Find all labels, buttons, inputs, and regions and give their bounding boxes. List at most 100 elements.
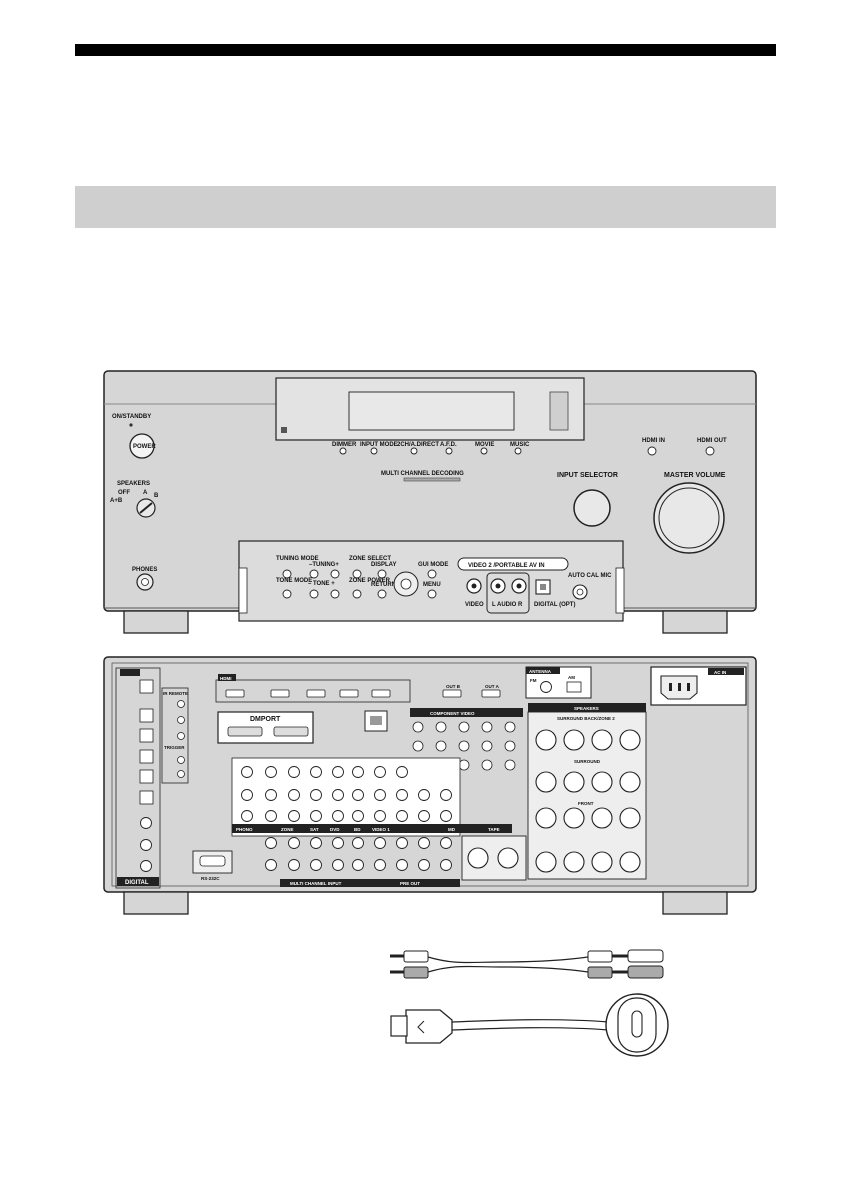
rca-jack[interactable] <box>440 837 452 849</box>
tuning-minus-button[interactable] <box>309 569 319 579</box>
zone-power-button[interactable] <box>352 589 362 599</box>
speaker-terminal[interactable] <box>563 807 585 829</box>
speaker-terminal[interactable] <box>591 851 613 873</box>
speaker-terminal[interactable] <box>591 771 613 793</box>
rca-jack[interactable] <box>241 810 253 822</box>
rca-jack[interactable] <box>241 789 253 801</box>
rca-jack[interactable] <box>332 859 344 871</box>
dmport-2-connector[interactable] <box>227 726 263 737</box>
rca-jack[interactable] <box>332 766 344 778</box>
optical-in-1[interactable] <box>139 679 154 694</box>
rca-jack[interactable] <box>418 837 430 849</box>
hdmi-in-port-2[interactable] <box>270 689 290 698</box>
rca-jack[interactable] <box>310 789 322 801</box>
rca-jack[interactable] <box>265 810 277 822</box>
rca-jack[interactable] <box>310 837 322 849</box>
rca-jack[interactable] <box>396 810 408 822</box>
component-jack[interactable] <box>504 721 516 733</box>
afd-button[interactable] <box>445 447 453 455</box>
hdmi-out-b-port[interactable] <box>442 689 462 698</box>
ir-in-jack[interactable] <box>177 700 185 708</box>
speaker-terminal[interactable] <box>591 729 613 751</box>
rca-jack[interactable] <box>440 810 452 822</box>
gui-mode-button[interactable] <box>427 569 437 579</box>
rca-jack[interactable] <box>241 766 253 778</box>
rca-jack[interactable] <box>332 810 344 822</box>
rca-jack[interactable] <box>374 837 386 849</box>
master-volume-knob[interactable] <box>653 482 725 554</box>
hdmi-in-port-3[interactable] <box>306 689 326 698</box>
rca-jack[interactable] <box>418 810 430 822</box>
rca-jack[interactable] <box>352 837 364 849</box>
tuning-mode-button[interactable] <box>282 569 292 579</box>
rca-jack[interactable] <box>265 837 277 849</box>
tone-plus-button[interactable] <box>330 589 340 599</box>
rca-jack[interactable] <box>440 789 452 801</box>
speaker-terminal[interactable] <box>619 771 641 793</box>
component-jack[interactable] <box>435 721 447 733</box>
power-button[interactable] <box>129 433 155 459</box>
rca-jack[interactable] <box>396 859 408 871</box>
rca-jack[interactable] <box>352 766 364 778</box>
tuning-plus-button[interactable] <box>330 569 340 579</box>
component-jack[interactable] <box>412 721 424 733</box>
component-jack[interactable] <box>458 759 470 771</box>
rca-jack[interactable] <box>265 859 277 871</box>
rca-jack[interactable] <box>288 789 300 801</box>
speaker-terminal[interactable] <box>563 851 585 873</box>
ir-out2-jack[interactable] <box>177 732 185 740</box>
center-speaker-terminal-plus[interactable] <box>497 847 519 869</box>
rca-jack[interactable] <box>374 810 386 822</box>
rca-jack[interactable] <box>374 789 386 801</box>
tone-mode-button[interactable] <box>282 589 292 599</box>
movie-button[interactable] <box>480 447 488 455</box>
tone-minus-button[interactable] <box>309 589 319 599</box>
component-jack[interactable] <box>435 740 447 752</box>
component-jack[interactable] <box>481 721 493 733</box>
optical-in-2[interactable] <box>139 708 154 723</box>
dmport-1-connector[interactable] <box>273 726 309 737</box>
speaker-terminal[interactable] <box>563 729 585 751</box>
component-jack[interactable] <box>481 759 493 771</box>
music-button[interactable] <box>514 447 522 455</box>
rca-jack[interactable] <box>310 859 322 871</box>
hdmi-out-a-port[interactable] <box>481 689 501 698</box>
optical-in-4[interactable] <box>139 749 154 764</box>
navigation-center-button[interactable] <box>400 578 412 590</box>
speaker-terminal[interactable] <box>619 807 641 829</box>
rca-jack[interactable] <box>265 789 277 801</box>
rca-jack[interactable] <box>396 789 408 801</box>
speaker-terminal[interactable] <box>563 771 585 793</box>
rca-jack[interactable] <box>265 766 277 778</box>
component-jack[interactable] <box>504 740 516 752</box>
speaker-terminal[interactable] <box>619 851 641 873</box>
optical-in-3[interactable] <box>139 728 154 743</box>
rca-jack[interactable] <box>288 810 300 822</box>
rca-jack[interactable] <box>332 837 344 849</box>
rca-jack[interactable] <box>352 789 364 801</box>
rca-jack[interactable] <box>288 837 300 849</box>
trigger-2-jack[interactable] <box>177 770 185 778</box>
speaker-terminal[interactable] <box>535 729 557 751</box>
return-button[interactable] <box>377 589 387 599</box>
speaker-terminal[interactable] <box>619 729 641 751</box>
optical-in-5[interactable] <box>139 769 154 784</box>
rca-jack[interactable] <box>332 789 344 801</box>
rca-jack[interactable] <box>396 837 408 849</box>
menu-button[interactable] <box>427 589 437 599</box>
rca-jack[interactable] <box>440 859 452 871</box>
trigger-1-jack[interactable] <box>177 756 185 764</box>
component-jack[interactable] <box>504 759 516 771</box>
speaker-terminal[interactable] <box>535 771 557 793</box>
coaxial-in-1[interactable] <box>140 817 152 829</box>
rca-jack[interactable] <box>310 766 322 778</box>
coaxial-in-3[interactable] <box>140 860 152 872</box>
component-jack[interactable] <box>412 740 424 752</box>
rca-jack[interactable] <box>374 859 386 871</box>
fm-antenna-jack[interactable] <box>540 681 552 693</box>
2ch-direct-button[interactable] <box>410 447 418 455</box>
hdmi-in-port-5[interactable] <box>371 689 391 698</box>
input-mode-button[interactable] <box>370 447 378 455</box>
rca-jack[interactable] <box>352 810 364 822</box>
rca-jack[interactable] <box>418 859 430 871</box>
